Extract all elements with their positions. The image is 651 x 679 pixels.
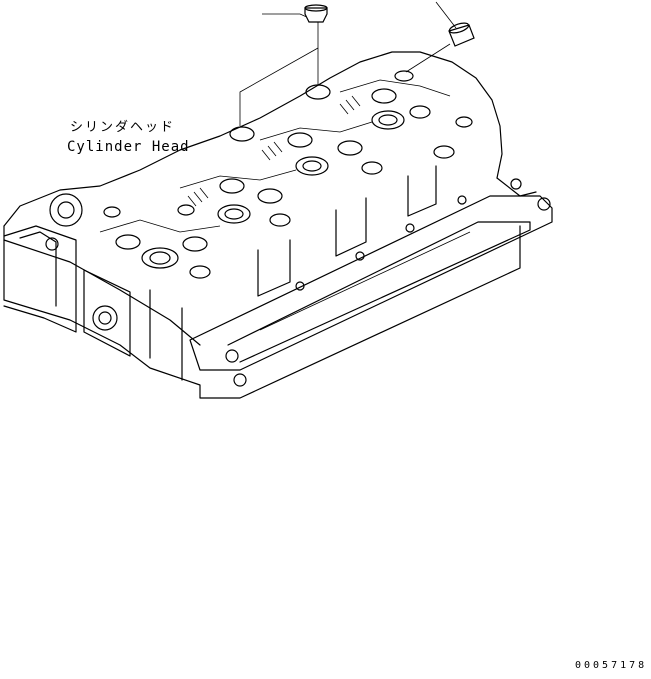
figure-number: 00057178 (575, 660, 648, 671)
plug-part-1 (304, 4, 328, 23)
part-label-english: Cylinder Head (67, 139, 190, 155)
cylinder-head-body (3, 51, 553, 399)
valve-ports (103, 70, 473, 279)
part-label-japanese: シリンダヘッド (70, 120, 176, 135)
plug-part-2 (448, 22, 475, 47)
deck-ribs (99, 79, 451, 233)
leader-lines (239, 1, 457, 126)
